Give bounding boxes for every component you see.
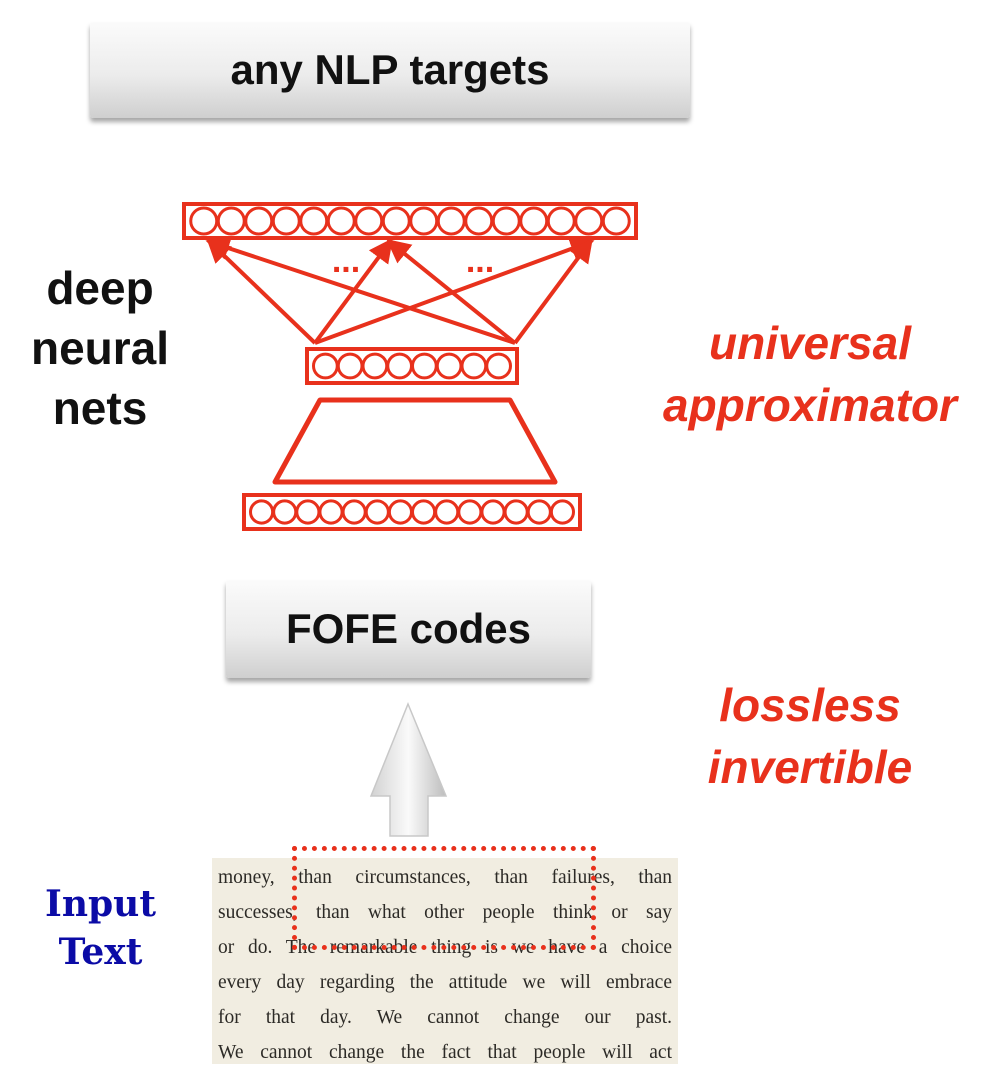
nlp-targets-label: any NLP targets (230, 46, 550, 93)
fofe-codes-label: FOFE codes (285, 605, 532, 652)
input-text-scan: money, than circumstances, than failures… (212, 858, 678, 1064)
connection-arrow (206, 238, 317, 345)
input-text-label-line: Input (45, 883, 156, 925)
fofe-codes-box: FOFE codes (226, 580, 591, 678)
universal-approximator-line: approximator (663, 379, 957, 431)
connection-arrow (386, 238, 517, 345)
neuron-node (549, 499, 576, 525)
ellipsis-right: ... (466, 242, 494, 280)
context-window-highlight (292, 846, 596, 950)
input-text-line: money, than circumstances, than failures… (218, 867, 672, 888)
input-text-label-line: Text (58, 931, 143, 973)
connection-arrow (205, 236, 516, 345)
deep-neural-nets-line: deep (46, 262, 154, 314)
neuron-node (601, 206, 631, 236)
deep-neural-nets-label: deep neural nets (10, 258, 190, 438)
up-arrow-icon (369, 702, 448, 837)
lossless-invertible-line: lossless (719, 679, 901, 731)
input-text-label: Input Text (28, 880, 173, 976)
deep-neural-nets-line: neural (30, 322, 170, 374)
lossless-invertible-line: invertible (707, 741, 913, 793)
universal-approximator-line: universal (709, 317, 911, 369)
universal-approximator-label: universal approximator (630, 312, 990, 436)
nlp-targets-box: any NLP targets (90, 22, 690, 118)
input-text-line: every day regarding the attitude we will… (218, 972, 672, 993)
input-text-line: successes, than what other people think … (218, 902, 672, 923)
connection-arrow (513, 238, 593, 345)
lossless-invertible-label: lossless invertible (630, 674, 990, 798)
connection-arrow (313, 238, 393, 345)
projection-trapezoid (272, 397, 558, 485)
deep-neural-nets-line: nets (52, 382, 148, 434)
input-text-line: We cannot change the fact that people wi… (218, 1042, 672, 1063)
input-text-line: for that day. We cannot change our past. (218, 1007, 672, 1028)
ellipsis-left: ... (332, 242, 360, 280)
neuron-node (485, 352, 512, 380)
top-layer (182, 202, 638, 240)
